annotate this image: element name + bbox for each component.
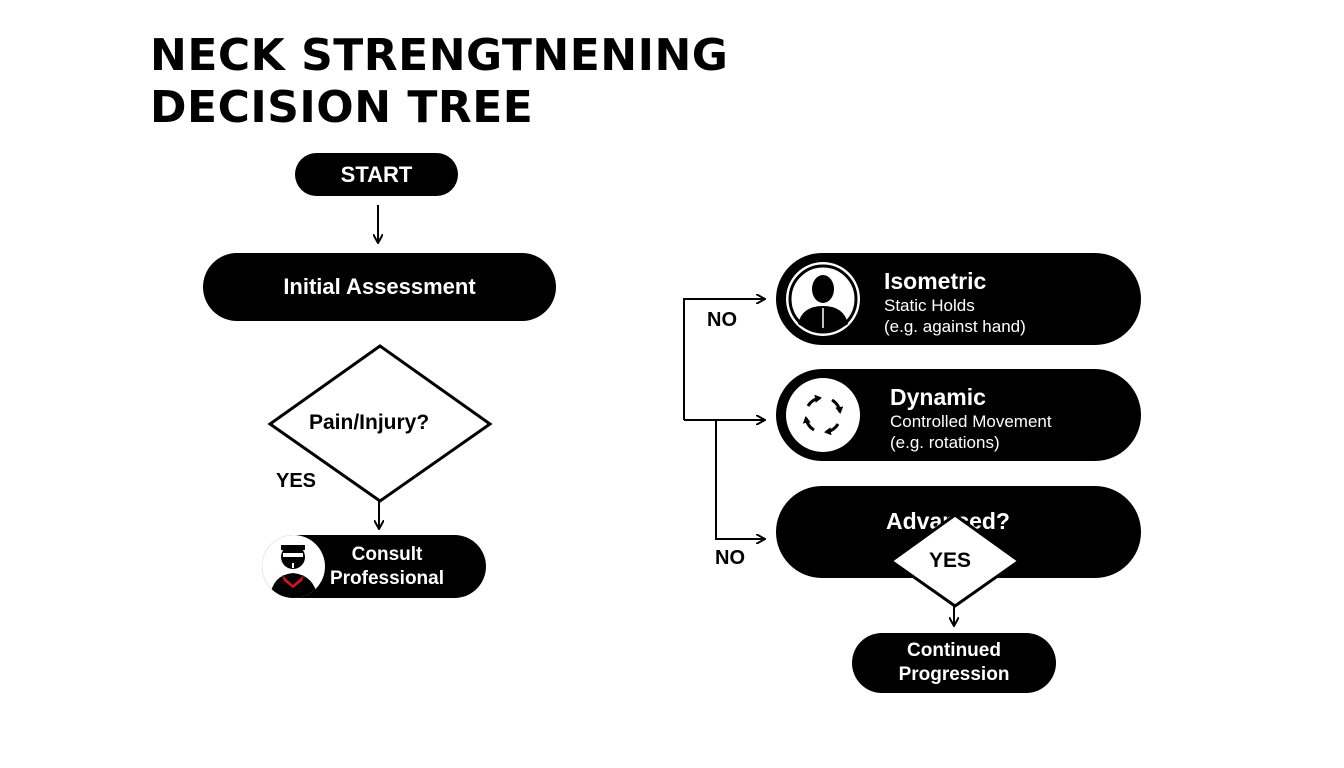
isometric-text: Isometric Static Holds (e.g. against han…	[884, 267, 1026, 337]
yes-label-right: YES	[929, 549, 972, 572]
continued-line-1: Continued	[907, 640, 1001, 661]
person-bust-icon	[786, 262, 860, 336]
arrow-no-to-advanced	[715, 420, 764, 539]
start-node[interactable]: START	[295, 153, 458, 196]
isometric-line-2: (e.g. against hand)	[884, 317, 1026, 336]
continued-line-2: Progression	[898, 664, 1010, 685]
pain-decision-diamond	[267, 344, 493, 503]
isometric-node[interactable]: Isometric Static Holds (e.g. against han…	[776, 253, 1141, 345]
title-line-2: DECISION TREE	[150, 82, 534, 133]
yes-label-left: YES	[276, 470, 317, 492]
isometric-title: Isometric	[884, 268, 987, 294]
arrow-no-to-isometric	[683, 299, 764, 420]
initial-assessment-node[interactable]: Initial Assessment	[203, 253, 556, 321]
consult-line-1: Consult	[351, 544, 423, 565]
pain-question-label: Pain/Injury?	[309, 411, 430, 434]
yes-decision-diamond	[888, 513, 1022, 608]
dynamic-node[interactable]: Dynamic Controlled Movement (e.g. rotati…	[776, 369, 1141, 461]
no-label-top: NO	[707, 309, 737, 331]
continued-progression-node[interactable]: Continued Progression	[852, 633, 1056, 693]
dynamic-line-2: (e.g. rotations)	[890, 433, 1000, 452]
dynamic-line-1: Controlled Movement	[890, 412, 1052, 431]
dynamic-title: Dynamic	[890, 384, 986, 410]
rotation-arrows-icon	[786, 378, 860, 452]
isometric-line-1: Static Holds	[884, 296, 975, 315]
consult-line-2: Professional	[329, 568, 445, 589]
consult-label: Consult Professional	[322, 543, 452, 591]
no-label-bottom: NO	[715, 547, 745, 569]
diagram-title: NECK STRENGTNENING DECISION TREE	[150, 30, 728, 134]
dynamic-text: Dynamic Controlled Movement (e.g. rotati…	[890, 383, 1052, 453]
doctor-avatar-icon	[262, 535, 325, 598]
title-line-1: NECK STRENGTNENING	[150, 30, 729, 81]
